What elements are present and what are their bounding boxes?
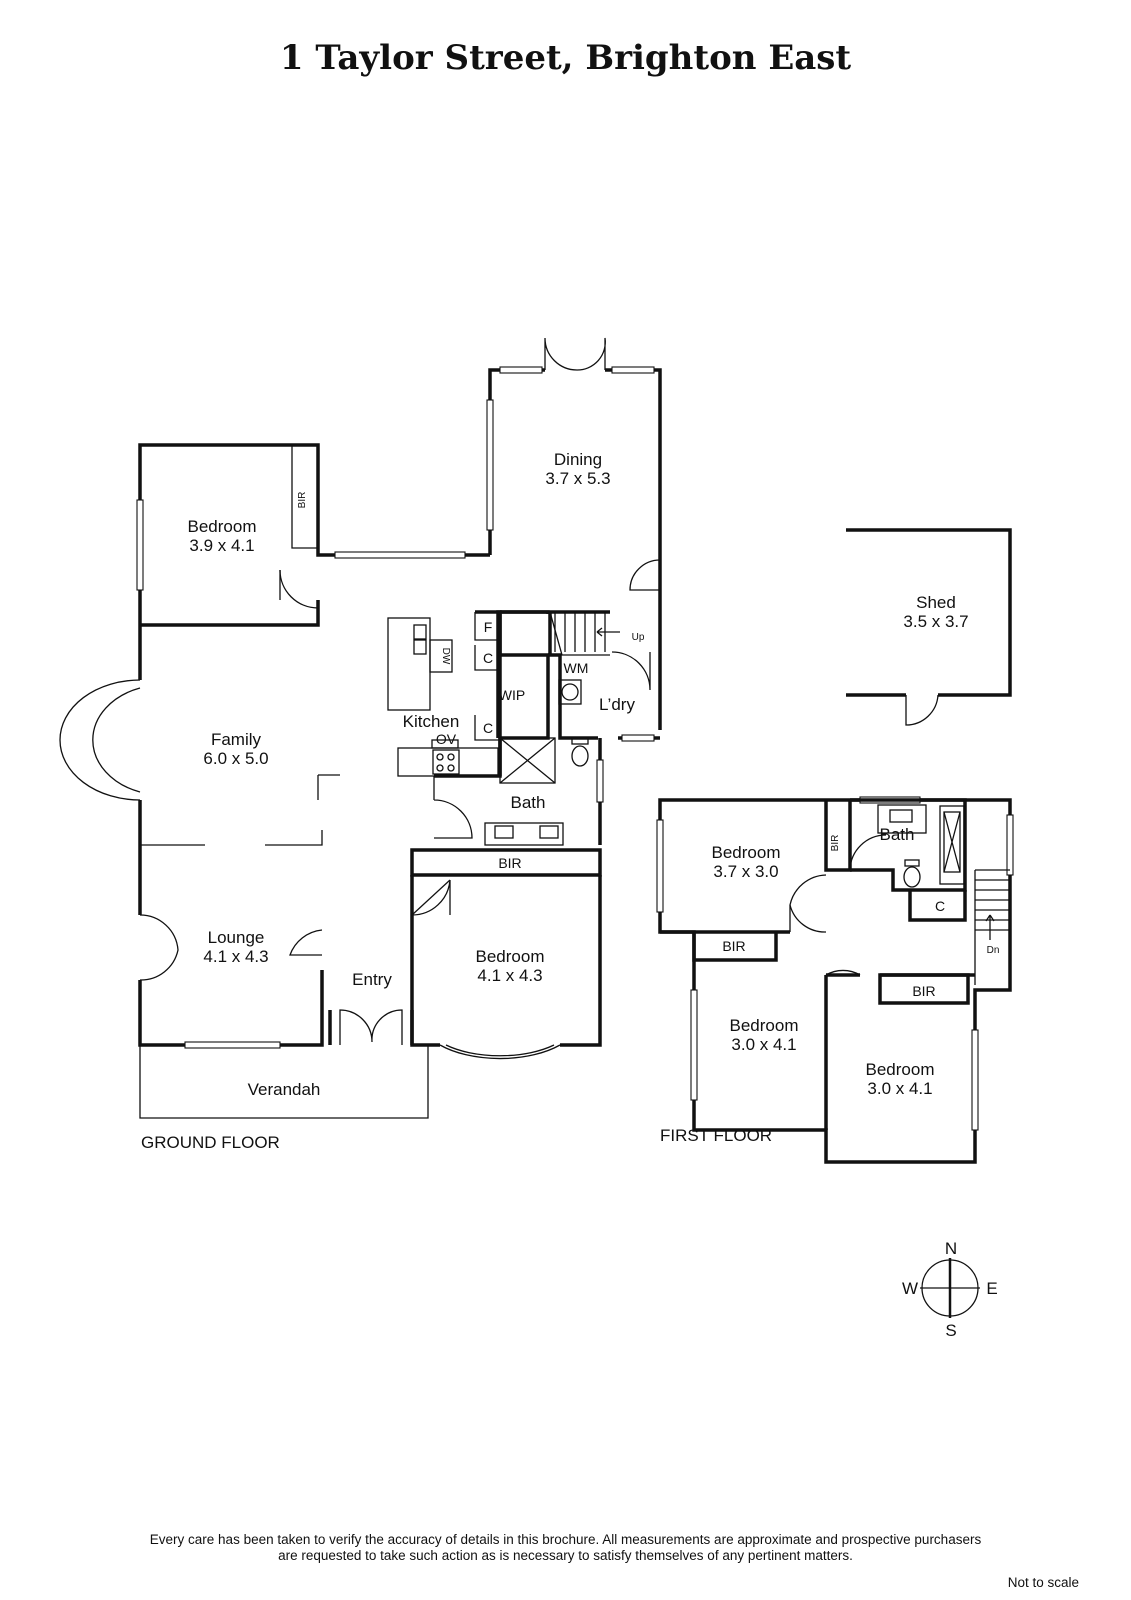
oven-label: OV xyxy=(436,731,457,747)
cupboard-label-2: C xyxy=(483,720,493,736)
bedroom-nw-size: 3.9 x 4.1 xyxy=(189,536,254,555)
lounge-size: 4.1 x 4.3 xyxy=(203,947,268,966)
wip-label: WIP xyxy=(499,687,525,703)
compass-n: N xyxy=(945,1239,957,1258)
laundry-name: L’dry xyxy=(599,695,635,714)
bedroom-ff1-size: 3.7 x 3.0 xyxy=(713,862,778,881)
ground-floor-label: GROUND FLOOR xyxy=(141,1133,280,1152)
cupboard-label-ff: C xyxy=(935,898,945,914)
compass-w: W xyxy=(902,1279,918,1298)
bedroom-ff3-name: Bedroom xyxy=(866,1060,935,1079)
first-floor-label: FIRST FLOOR xyxy=(660,1126,772,1145)
bath-gf-name: Bath xyxy=(511,793,546,812)
fridge-label: F xyxy=(484,619,493,635)
wm-label: WM xyxy=(564,660,589,676)
bir-label-nw: BIR xyxy=(297,492,308,509)
bedroom-ff1-name: Bedroom xyxy=(712,843,781,862)
dishwasher-label: DW xyxy=(440,648,451,665)
disclaimer-line-1: Every care has been taken to verify the … xyxy=(149,1532,982,1547)
dining-size: 3.7 x 5.3 xyxy=(545,469,610,488)
first-floor-plan: BIR BIR C BIR xyxy=(656,796,1014,1164)
bath-ff-name: Bath xyxy=(880,825,915,844)
shed-name: Shed xyxy=(916,593,956,612)
compass-icon: N S E W xyxy=(902,1239,998,1340)
up-label: Up xyxy=(632,632,645,643)
entry-name: Entry xyxy=(352,970,392,989)
verandah-name: Verandah xyxy=(248,1080,321,1099)
family-size: 6.0 x 5.0 xyxy=(203,749,268,768)
bedroom-nw-name: Bedroom xyxy=(188,517,257,536)
bir-label-ff3: BIR xyxy=(912,983,935,999)
bedroom-ff2-size: 3.0 x 4.1 xyxy=(731,1035,796,1054)
ground-floor-plan: BIR DW F C C xyxy=(59,337,662,1119)
shed-size: 3.5 x 3.7 xyxy=(903,612,968,631)
bedroom-gf-name: Bedroom xyxy=(476,947,545,966)
disclaimer-line-2: are requested to take such action as is … xyxy=(278,1548,853,1563)
page-title: 1 Taylor Street, Brighton East xyxy=(279,38,852,78)
family-name: Family xyxy=(211,730,262,749)
bedroom-ff2-name: Bedroom xyxy=(730,1016,799,1035)
down-label: Dn xyxy=(987,945,1000,956)
bir-label-ff2: BIR xyxy=(830,835,841,852)
bir-label-gf: BIR xyxy=(498,855,521,871)
compass-e: E xyxy=(986,1279,997,1298)
compass-s: S xyxy=(945,1321,956,1340)
cupboard-label-1: C xyxy=(483,650,493,666)
bedroom-gf-size: 4.1 x 4.3 xyxy=(477,966,542,985)
scale-note: Not to scale xyxy=(1007,1575,1079,1590)
bedroom-ff3-size: 3.0 x 4.1 xyxy=(867,1079,932,1098)
lounge-name: Lounge xyxy=(208,928,265,947)
bir-label-ff1: BIR xyxy=(722,938,745,954)
room-labels: Dining 3.7 x 5.3 Bedroom 3.9 x 4.1 Famil… xyxy=(141,450,999,1152)
disclaimer: Every care has been taken to verify the … xyxy=(0,1532,1131,1564)
shed-plan xyxy=(846,528,1012,726)
kitchen-name: Kitchen xyxy=(403,712,460,731)
dining-name: Dining xyxy=(554,450,602,469)
